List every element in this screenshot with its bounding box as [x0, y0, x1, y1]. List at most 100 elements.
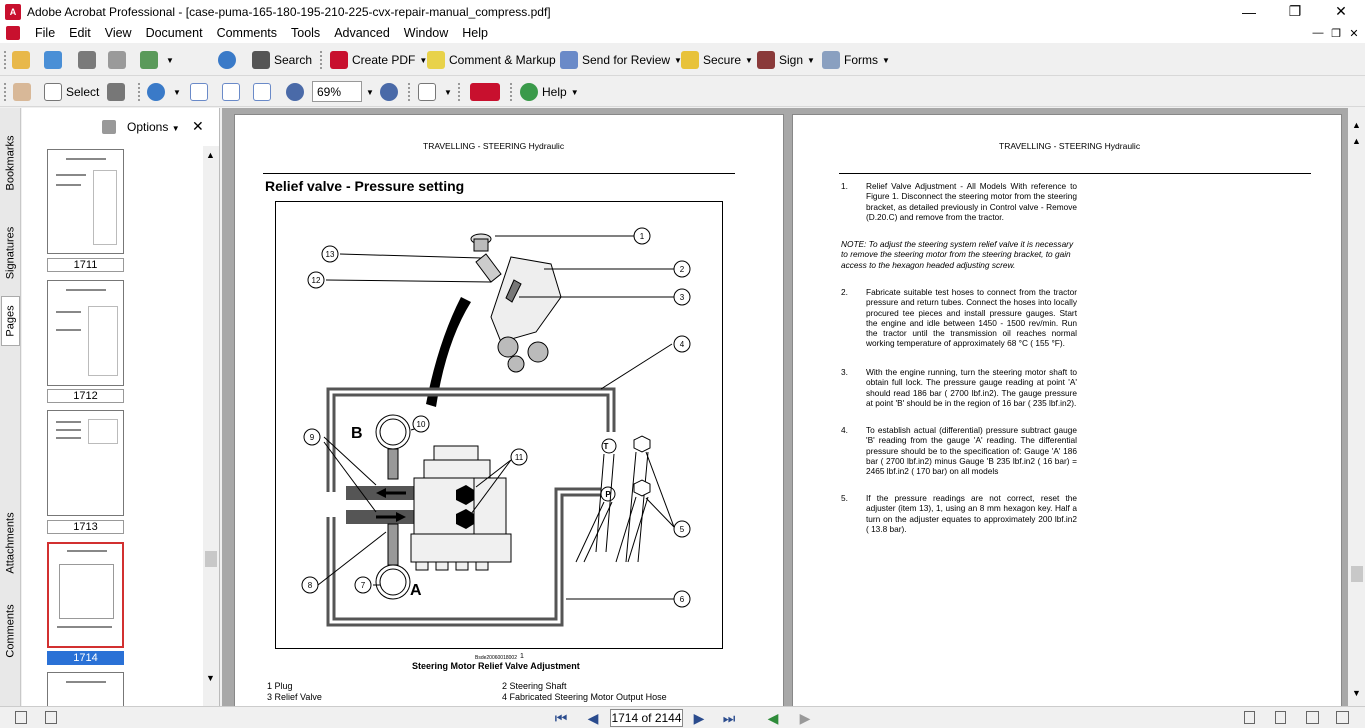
page-number-input[interactable]: 1714 of 2144	[610, 709, 683, 727]
doc-restore-button[interactable]: ❐	[1331, 27, 1341, 40]
web-icon[interactable]	[218, 51, 236, 69]
previous-page-button[interactable]: ◀	[587, 710, 599, 726]
actual-size-icon[interactable]	[190, 83, 208, 101]
thumbnail-scrollbar[interactable]: ▲ ▼	[203, 146, 219, 706]
zoom-in-icon[interactable]	[380, 83, 398, 101]
port-label-b: B	[351, 425, 363, 442]
svg-text:10: 10	[417, 420, 426, 429]
forms-button[interactable]: Forms▼	[822, 49, 890, 71]
file-toolbar: ▼ Search Create PDF▼ Comment & Markup▼ S…	[0, 45, 1365, 76]
next-page-button[interactable]: ▶	[693, 710, 705, 726]
secure-button[interactable]: Secure▼	[681, 49, 753, 71]
doc-close-button[interactable]: ✕	[1349, 27, 1359, 40]
zoom-out-icon[interactable]	[286, 83, 304, 101]
relief-valve-diagram: 1 2 3 4 5 6 7 8 9 10 11 12 13 B A	[275, 201, 723, 649]
procedure-step: 3. With the engine running, turn the ste…	[841, 367, 1077, 408]
page-thumbnail[interactable]	[47, 149, 124, 254]
single-page-icon[interactable]	[1244, 711, 1255, 724]
menu-document[interactable]: Document	[145, 26, 203, 40]
continuous-facing-icon[interactable]	[1336, 711, 1349, 724]
rotate-view-icon[interactable]	[418, 83, 436, 101]
scroll-thumb[interactable]	[205, 551, 217, 567]
hand-tool-icon[interactable]	[13, 83, 31, 101]
procedure-step: 5. If the pressure readings are not corr…	[841, 493, 1077, 534]
menu-view[interactable]: View	[104, 26, 132, 40]
tab-bookmarks[interactable]: Bookmarks	[4, 135, 17, 191]
menu-tools[interactable]: Tools	[291, 26, 321, 40]
scroll-up-icon[interactable]: ▲	[206, 150, 215, 160]
zoom-dropdown-icon[interactable]: ▼	[366, 87, 374, 97]
help-button[interactable]: Help▼	[520, 81, 579, 103]
snapshot-icon[interactable]	[107, 83, 125, 101]
search-button[interactable]: Search	[252, 49, 312, 71]
diagram-svg: 1 2 3 4 5 6 7 8 9 10 11 12 13 B A	[301, 227, 691, 627]
zoom-in-tool-icon[interactable]	[147, 83, 165, 101]
svg-text:3: 3	[680, 293, 685, 302]
scroll-down-icon[interactable]: ▼	[206, 673, 215, 683]
menu-edit[interactable]: Edit	[69, 26, 91, 40]
tab-signatures[interactable]: Signatures	[4, 226, 17, 280]
section-title: Relief valve - Pressure setting	[265, 178, 465, 194]
thumbnail-list: 1711 1712 1713 1714	[22, 146, 204, 706]
open-folder-icon[interactable]	[12, 51, 30, 69]
scroll-up-icon[interactable]: ▲	[1352, 136, 1361, 146]
last-page-button[interactable]: ⏭	[722, 710, 736, 726]
fit-width-icon[interactable]	[253, 83, 271, 101]
yahoo-search-icon[interactable]	[470, 83, 500, 101]
page-thumbnail[interactable]	[47, 410, 124, 516]
close-panel-icon[interactable]: ✕	[192, 118, 204, 134]
send-review-button[interactable]: Send for Review▼	[560, 49, 682, 71]
minimize-button[interactable]: —	[1242, 3, 1256, 20]
review-icon	[560, 51, 578, 69]
document-scrollbar[interactable]: ▲ ▲ ▼	[1349, 108, 1365, 706]
thumbnail-label-selected[interactable]: 1714	[47, 651, 124, 665]
thumbnail-label[interactable]: 1712	[47, 389, 124, 403]
thumbnail-label[interactable]: 1711	[47, 258, 124, 272]
create-pdf-button[interactable]: Create PDF▼	[330, 49, 427, 71]
figure-number: 1	[520, 653, 524, 660]
page-header: TRAVELLING - STEERING Hydraulic	[999, 141, 1141, 151]
doc-minimize-button[interactable]: —	[1312, 27, 1324, 39]
tab-pages[interactable]: Pages	[1, 296, 20, 346]
save-icon[interactable]	[78, 51, 96, 69]
email-icon[interactable]	[140, 51, 158, 69]
page-thumbnail-selected[interactable]	[47, 542, 124, 648]
menu-window[interactable]: Window	[403, 26, 449, 40]
first-page-button[interactable]: ⏮	[554, 710, 568, 726]
page-layout-icon[interactable]	[15, 711, 27, 724]
zoom-level-input[interactable]: 69%	[312, 81, 362, 102]
options-button[interactable]: Options ▼	[127, 120, 180, 134]
tab-comments[interactable]: Comments	[4, 603, 17, 658]
thumbnail-label[interactable]: 1713	[47, 520, 124, 534]
go-back-icon[interactable]: ◀	[767, 710, 779, 726]
scroll-thumb[interactable]	[1351, 566, 1363, 582]
fit-page-icon[interactable]	[222, 83, 240, 101]
select-tool-button[interactable]: Select	[44, 81, 99, 103]
page-thumbnail[interactable]	[47, 280, 124, 386]
menu-help[interactable]: Help	[462, 26, 488, 40]
organizer-icon[interactable]	[44, 51, 62, 69]
forms-icon	[822, 51, 840, 69]
close-window-button[interactable]: ✕	[1335, 3, 1347, 19]
document-icon[interactable]	[6, 26, 20, 40]
scroll-up-icon[interactable]: ▲	[1352, 120, 1361, 130]
go-forward-icon[interactable]: ▶	[799, 710, 811, 726]
tab-attachments[interactable]: Attachments	[4, 512, 17, 574]
svg-text:2: 2	[680, 265, 685, 274]
sign-button[interactable]: Sign▼	[757, 49, 815, 71]
page-layout-icon[interactable]	[45, 711, 57, 724]
facing-icon[interactable]	[1306, 711, 1319, 724]
svg-text:5: 5	[680, 525, 685, 534]
menu-advanced[interactable]: Advanced	[334, 26, 390, 40]
status-bar: ⏮ ◀ 1714 of 2144 ▶ ⏭ ◀ ▶	[0, 706, 1365, 728]
scroll-down-icon[interactable]: ▼	[1352, 688, 1361, 698]
restore-button[interactable]: ❐	[1288, 3, 1302, 19]
menu-comments[interactable]: Comments	[216, 26, 277, 40]
print-icon[interactable]	[108, 51, 126, 69]
window-title: Adobe Acrobat Professional - [case-puma-…	[27, 4, 551, 19]
page-thumbnail[interactable]	[47, 672, 124, 706]
trash-icon[interactable]	[102, 120, 116, 134]
menu-file[interactable]: File	[35, 26, 56, 40]
continuous-icon[interactable]	[1275, 711, 1286, 724]
comment-markup-button[interactable]: Comment & Markup▼	[427, 49, 568, 71]
